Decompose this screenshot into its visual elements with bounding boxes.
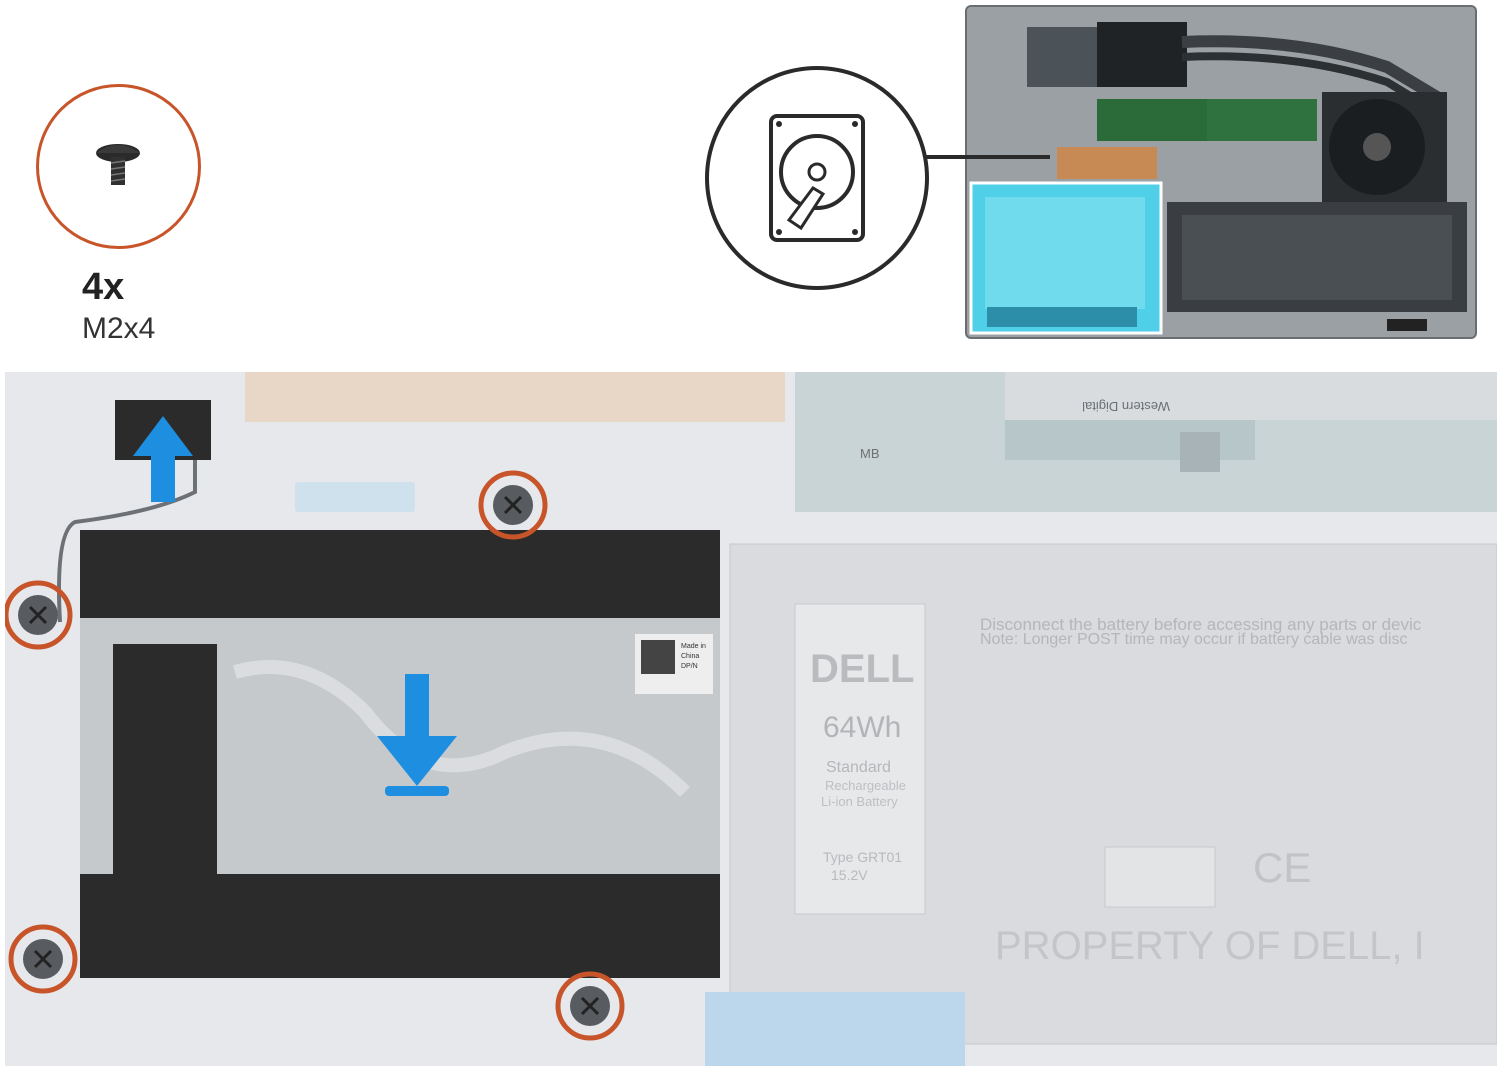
battery-label-panel [794,603,926,915]
foam-strip-top [80,530,720,618]
detail-illustration: Western Digital MB DELL 64Wh Standard Re… [5,372,1497,1066]
callout-connector-line [925,155,1050,159]
overview-memory-2 [1207,99,1317,141]
mb-connector-label: MB [860,446,880,461]
press-down-arrow [377,674,457,796]
svg-text:Type GRT01: Type GRT01 [823,849,902,865]
svg-text:Note: Longer POST time may occ: Note: Longer POST time may occur if batt… [980,631,1407,648]
overview-memory-1 [1097,99,1207,141]
drive-qr-code [641,640,675,674]
screw-left-upper [5,580,73,650]
overview-ssd-shield [1057,147,1157,179]
ssd-copper-shield [245,372,785,422]
screw-left-lower [8,924,78,994]
svg-text:China: China [681,653,699,660]
laptop-overview [965,5,1477,339]
svg-text:64Wh: 64Wh [823,711,901,744]
bottom-bracket [705,992,965,1066]
foam-strip-left [113,644,217,876]
ssd-brand-text: Western Digital [1082,399,1170,414]
screw-type-label: M2x4 [82,312,156,345]
svg-text:Li-ion Battery: Li-ion Battery [821,794,898,809]
svg-text:DP/N: DP/N [681,663,698,670]
pull-up-arrow [133,416,193,502]
screw-icon [96,144,140,185]
hard-drive-icon [769,114,865,242]
svg-text:Rechargeable: Rechargeable [825,778,906,793]
hard-drive-icon-circle [705,66,929,290]
screw-legend-circle [36,84,201,249]
svg-text:CE: CE [1253,844,1311,891]
screw-bottom-center [555,971,625,1041]
screw-count: 4x [82,266,125,308]
hdd-cable [57,402,197,623]
screw-top-center [478,470,548,540]
ssd-module [1005,372,1497,420]
svg-text:Standard: Standard [826,759,891,776]
foam-strip-bottom [80,874,720,978]
overview-wwan-shield [1097,22,1187,87]
detail-view: Western Digital MB DELL 64Wh Standard Re… [5,372,1497,1066]
svg-text:Disconnect the battery before: Disconnect the battery before accessing … [980,615,1422,634]
svg-text:Made in: Made in [681,643,706,650]
svg-text:15.2V: 15.2V [831,867,868,883]
battery-property-text: PROPERTY OF DELL, I [995,924,1425,968]
svg-text:DELL: DELL [810,647,914,691]
